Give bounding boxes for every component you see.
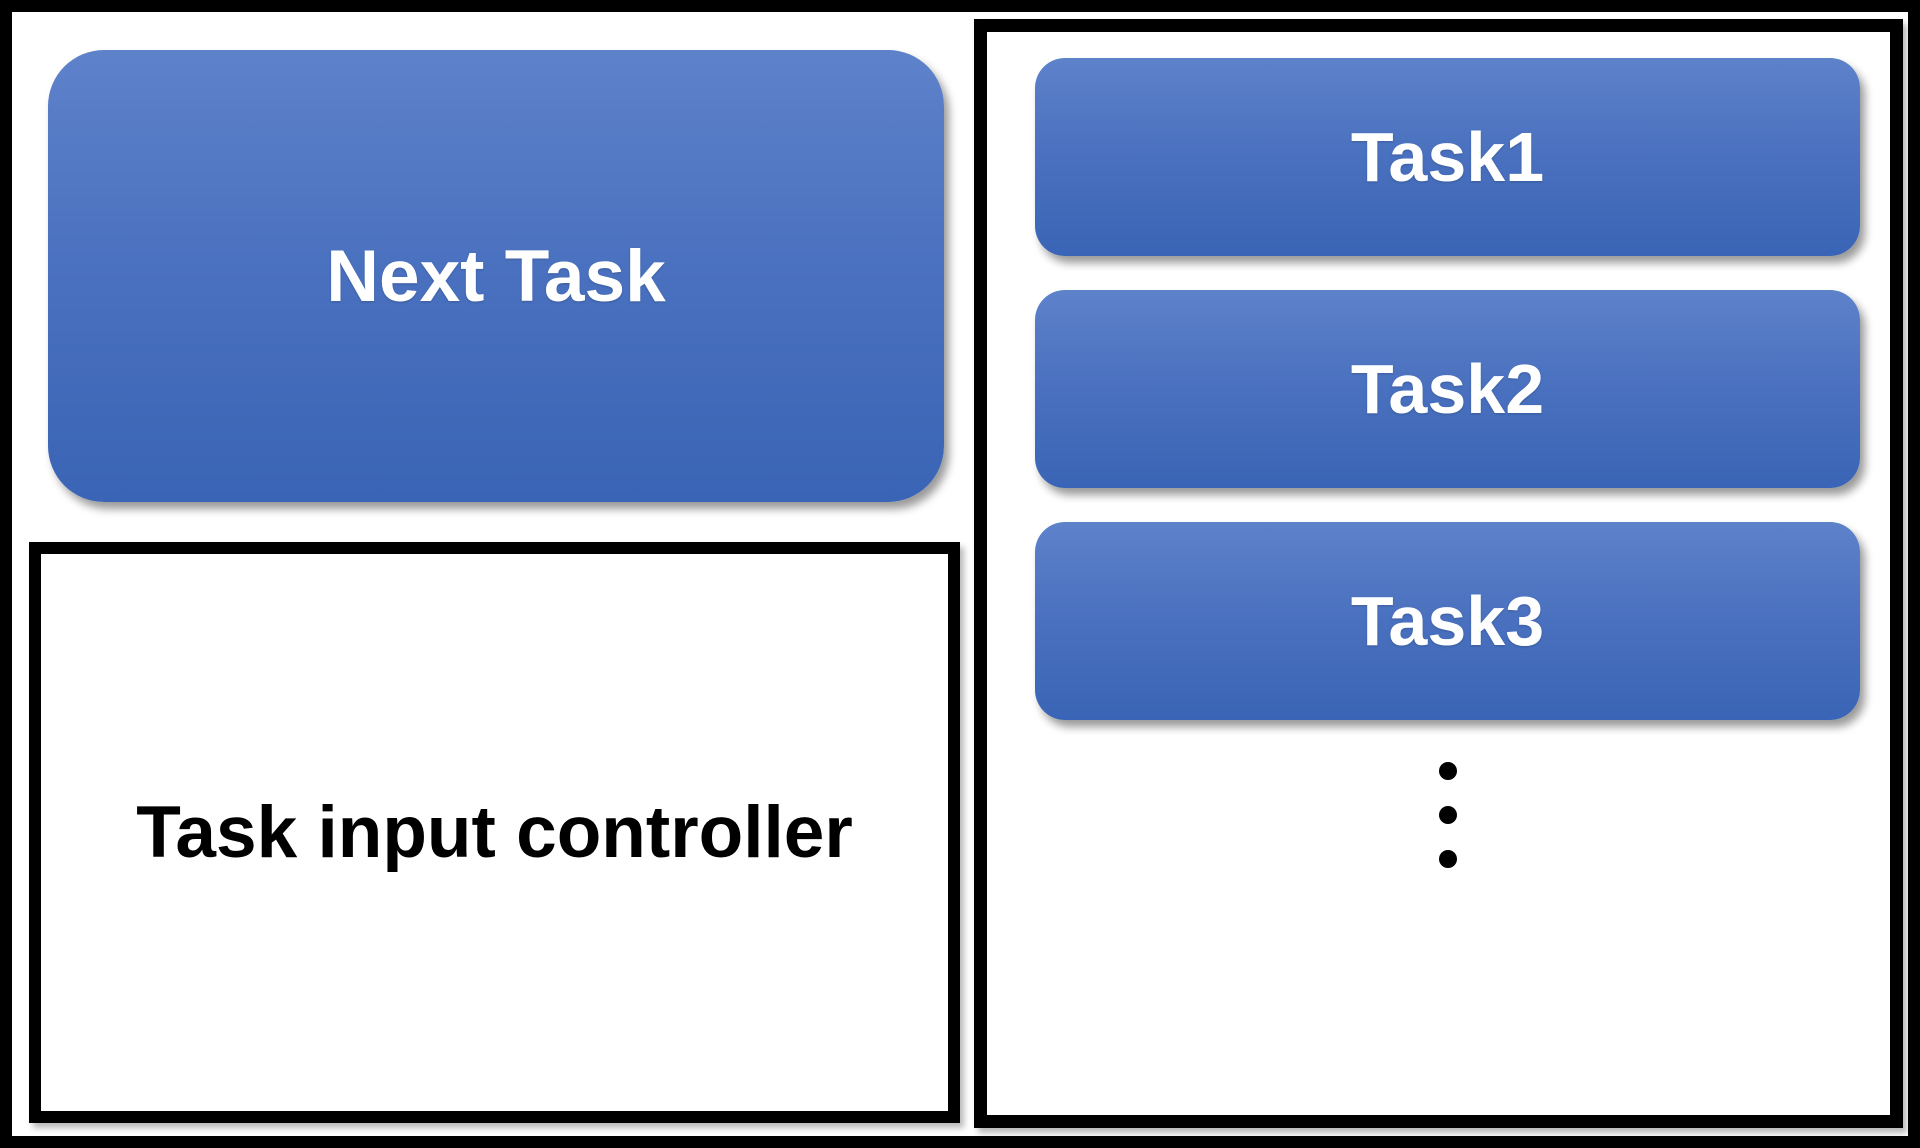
task-card-label: Task3: [1350, 582, 1545, 660]
task-input-controller-box: Task input controller: [29, 542, 960, 1123]
ellipsis-dot: [1438, 762, 1457, 780]
ellipsis-dot: [1438, 850, 1457, 868]
task-card-label: Task2: [1350, 350, 1545, 428]
next-task-box[interactable]: Next Task: [48, 50, 944, 502]
next-task-label: Next Task: [326, 235, 666, 317]
task-card-1[interactable]: Task1: [1035, 58, 1860, 256]
ellipsis-dot: [1438, 806, 1457, 824]
vertical-ellipsis-icon: [1035, 762, 1860, 868]
task-input-controller-label: Task input controller: [136, 792, 853, 873]
task-card-label: Task1: [1350, 118, 1545, 196]
task-card-3[interactable]: Task3: [1035, 522, 1860, 720]
task-queue-panel: Task1 Task2 Task3: [974, 19, 1903, 1128]
task-card-2[interactable]: Task2: [1035, 290, 1860, 488]
